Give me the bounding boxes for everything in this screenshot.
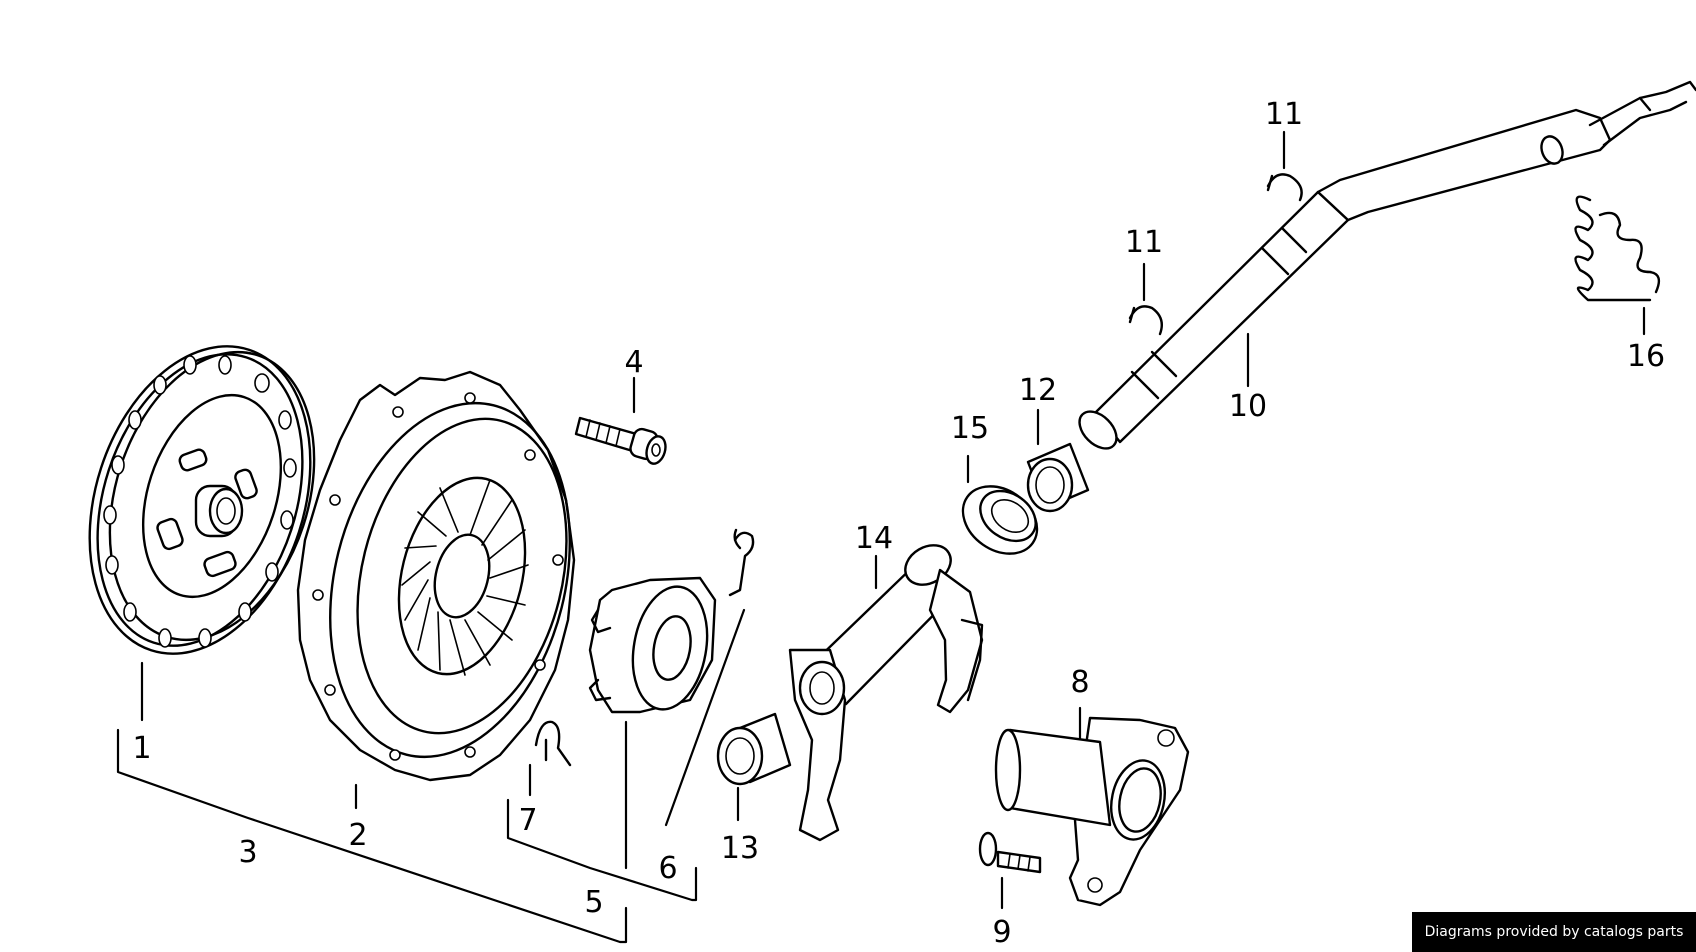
- part-5-release-bearing: [588, 576, 717, 714]
- part-6-clip: [728, 528, 755, 597]
- part-7-clip: [534, 720, 572, 767]
- part-9-screw: [978, 831, 1042, 874]
- callout-11-upper: 11: [1265, 97, 1303, 132]
- callout-12: 12: [1019, 373, 1057, 408]
- leader-lines: [116, 130, 1646, 944]
- callout-10: 10: [1229, 389, 1267, 424]
- callout-16: 16: [1627, 339, 1665, 374]
- callout-15: 15: [951, 411, 989, 446]
- part-15-seal: [961, 485, 1039, 555]
- callout-6: 6: [658, 851, 677, 886]
- diaphragm-fingers: [401, 479, 529, 676]
- part-16-spring: [1574, 195, 1661, 302]
- part-4-bolt: [574, 416, 667, 465]
- callout-2: 2: [348, 818, 367, 853]
- callout-3: 3: [238, 835, 257, 870]
- part-14-release-fork: [788, 544, 984, 842]
- disc-damper-springs: [156, 448, 258, 578]
- part-11-circlip-upper: [1266, 173, 1303, 202]
- callout-5: 5: [584, 885, 603, 920]
- credit-banner: Diagrams provided by catalogs parts: [1412, 912, 1696, 952]
- part-2-pressure-plate: [296, 370, 576, 782]
- callout-13: 13: [721, 831, 759, 866]
- disc-friction-holes: [103, 355, 297, 648]
- part-11-circlip-lower: [1128, 305, 1163, 336]
- part-10-release-shaft: [1078, 80, 1696, 450]
- callout-4: 4: [624, 345, 643, 380]
- part-13-bush: [716, 712, 792, 786]
- disc-splined-hub: [194, 484, 244, 538]
- part-8-guide-sleeve: [994, 716, 1190, 907]
- part-12-bush: [1026, 442, 1090, 513]
- callout-labels: 1 2 3 4 5 6 7 8 9 10 11 11 12 13 14 15 1…: [132, 97, 1665, 950]
- callout-1: 1: [132, 731, 151, 766]
- callout-9: 9: [992, 915, 1011, 950]
- callout-11-lower: 11: [1125, 225, 1163, 260]
- credit-text: Diagrams provided by catalogs parts: [1424, 924, 1684, 940]
- cover-mounting-holes: [312, 392, 564, 761]
- callout-7: 7: [518, 803, 537, 838]
- callout-8: 8: [1070, 665, 1089, 700]
- part-1-clutch-disc: [88, 345, 316, 655]
- callout-14: 14: [855, 521, 893, 556]
